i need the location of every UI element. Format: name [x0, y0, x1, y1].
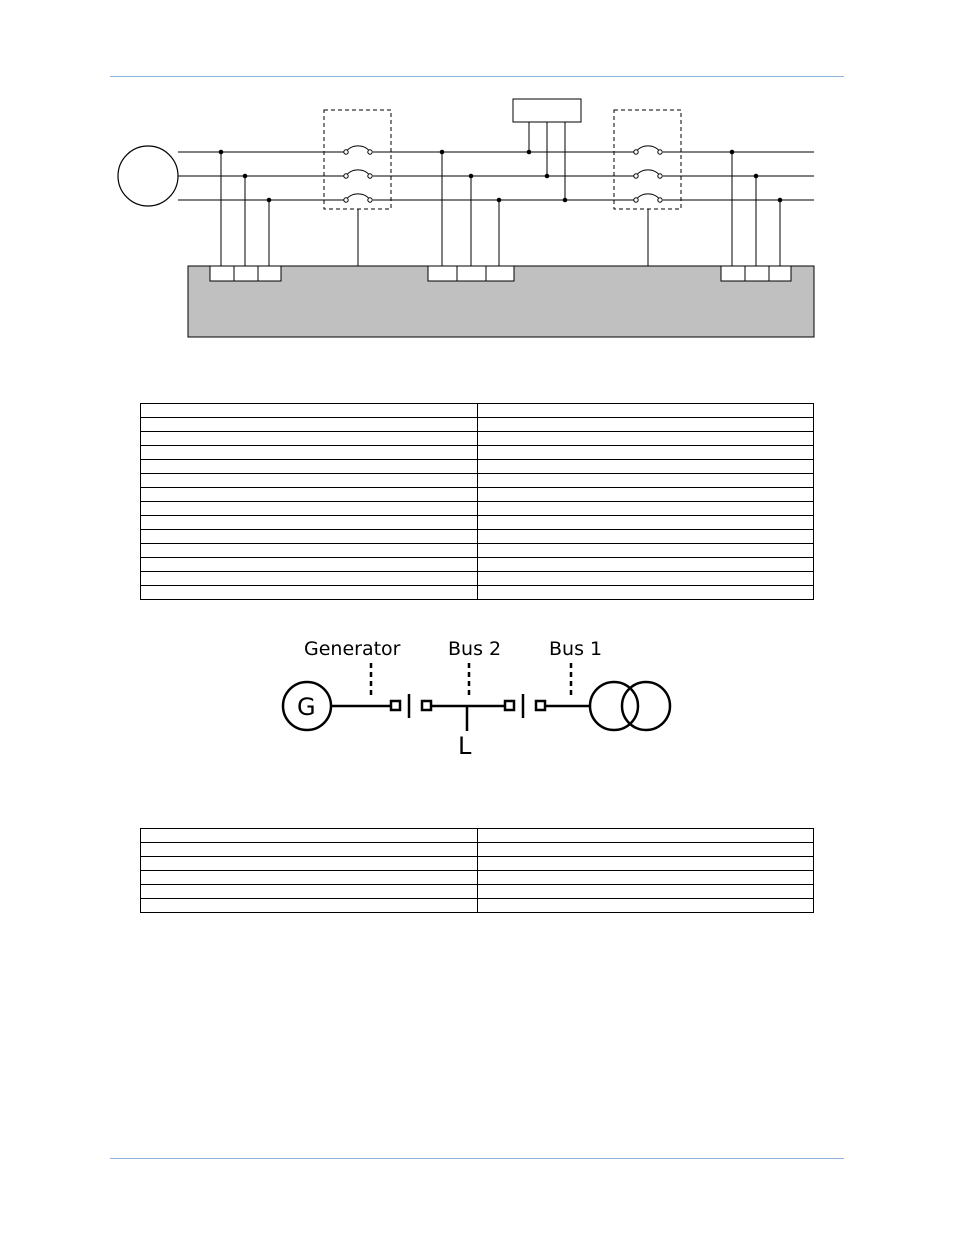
table-row — [140, 417, 814, 432]
generator-symbol — [281, 680, 333, 732]
table-row — [140, 870, 814, 885]
generator-symbol-label: G — [297, 693, 316, 721]
load-symbol-label: L — [458, 732, 472, 760]
table-row — [140, 585, 814, 600]
generator-label: Generator — [304, 638, 401, 660]
table-row — [140, 515, 814, 530]
table-row — [140, 445, 814, 460]
table-row — [140, 543, 814, 558]
table-row — [140, 473, 814, 488]
footer-rule — [110, 1158, 844, 1159]
table-row — [140, 403, 814, 418]
breaker-1 — [323, 109, 392, 266]
table-row — [140, 884, 814, 899]
table-row — [140, 431, 814, 446]
phase-lines — [178, 151, 814, 201]
table-row — [140, 842, 814, 857]
generator-circle — [117, 145, 179, 207]
table-row — [140, 856, 814, 871]
table-row — [140, 898, 814, 913]
table-2 — [140, 828, 814, 913]
table-row — [140, 828, 814, 843]
table-row — [140, 487, 814, 502]
sensing-leads — [220, 152, 781, 266]
header-rule — [110, 76, 844, 77]
table-row — [140, 571, 814, 586]
wiring-diagram — [117, 98, 815, 338]
transformer-symbol — [588, 680, 672, 732]
bus2-label: Bus 2 — [448, 638, 501, 660]
measurement-leads — [369, 663, 573, 699]
junction-dots — [218, 149, 783, 203]
table-row — [140, 529, 814, 544]
table-1 — [140, 403, 814, 600]
table-row — [140, 557, 814, 572]
breaker-2 — [613, 109, 682, 266]
load-box — [512, 98, 582, 200]
bus1-label: Bus 1 — [549, 638, 602, 660]
bus-line — [331, 694, 590, 731]
table-row — [140, 501, 814, 516]
terminal-blocks — [209, 265, 792, 282]
table-row — [140, 459, 814, 474]
